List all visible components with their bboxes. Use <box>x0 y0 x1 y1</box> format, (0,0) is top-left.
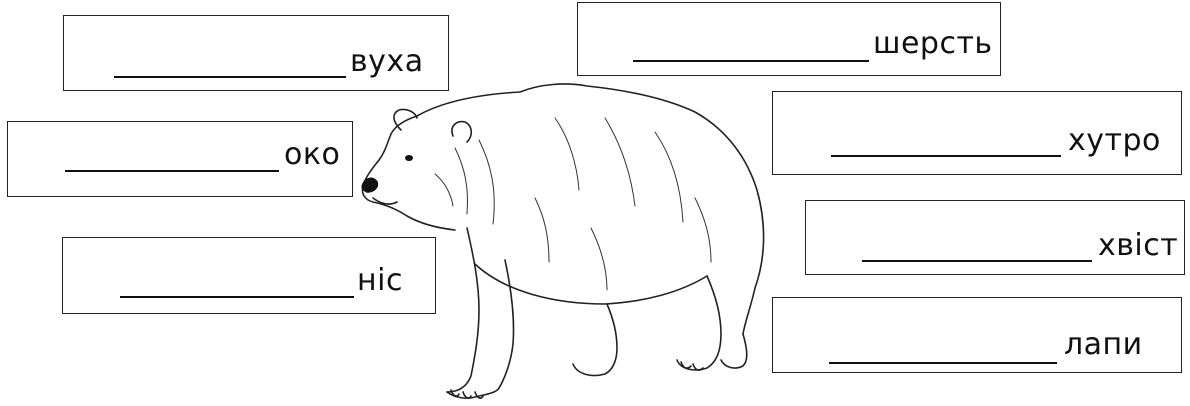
label-box-khvist: хвіст <box>805 200 1185 275</box>
label-word: хвіст <box>1098 228 1179 263</box>
answer-blank[interactable] <box>120 296 354 298</box>
bear-icon <box>361 83 765 399</box>
label-word: ніс <box>357 263 403 298</box>
label-box-oko: око <box>7 121 353 197</box>
label-box-lapy: лапи <box>772 297 1182 373</box>
answer-blank[interactable] <box>65 170 279 172</box>
label-word: лапи <box>1064 327 1143 362</box>
answer-blank[interactable] <box>862 260 1092 262</box>
label-word: око <box>284 137 341 172</box>
label-word: шерсть <box>873 26 993 61</box>
label-box-vukha: вуха <box>63 15 449 91</box>
answer-blank[interactable] <box>114 76 346 78</box>
answer-blank[interactable] <box>829 362 1057 364</box>
label-box-sherst: шерсть <box>577 2 1001 76</box>
label-box-nis: ніс <box>62 237 436 314</box>
answer-blank[interactable] <box>633 60 869 62</box>
label-box-khutro: хутро <box>772 91 1182 175</box>
label-word: хутро <box>1068 123 1161 158</box>
label-word: вуха <box>350 44 424 79</box>
answer-blank[interactable] <box>831 155 1061 157</box>
